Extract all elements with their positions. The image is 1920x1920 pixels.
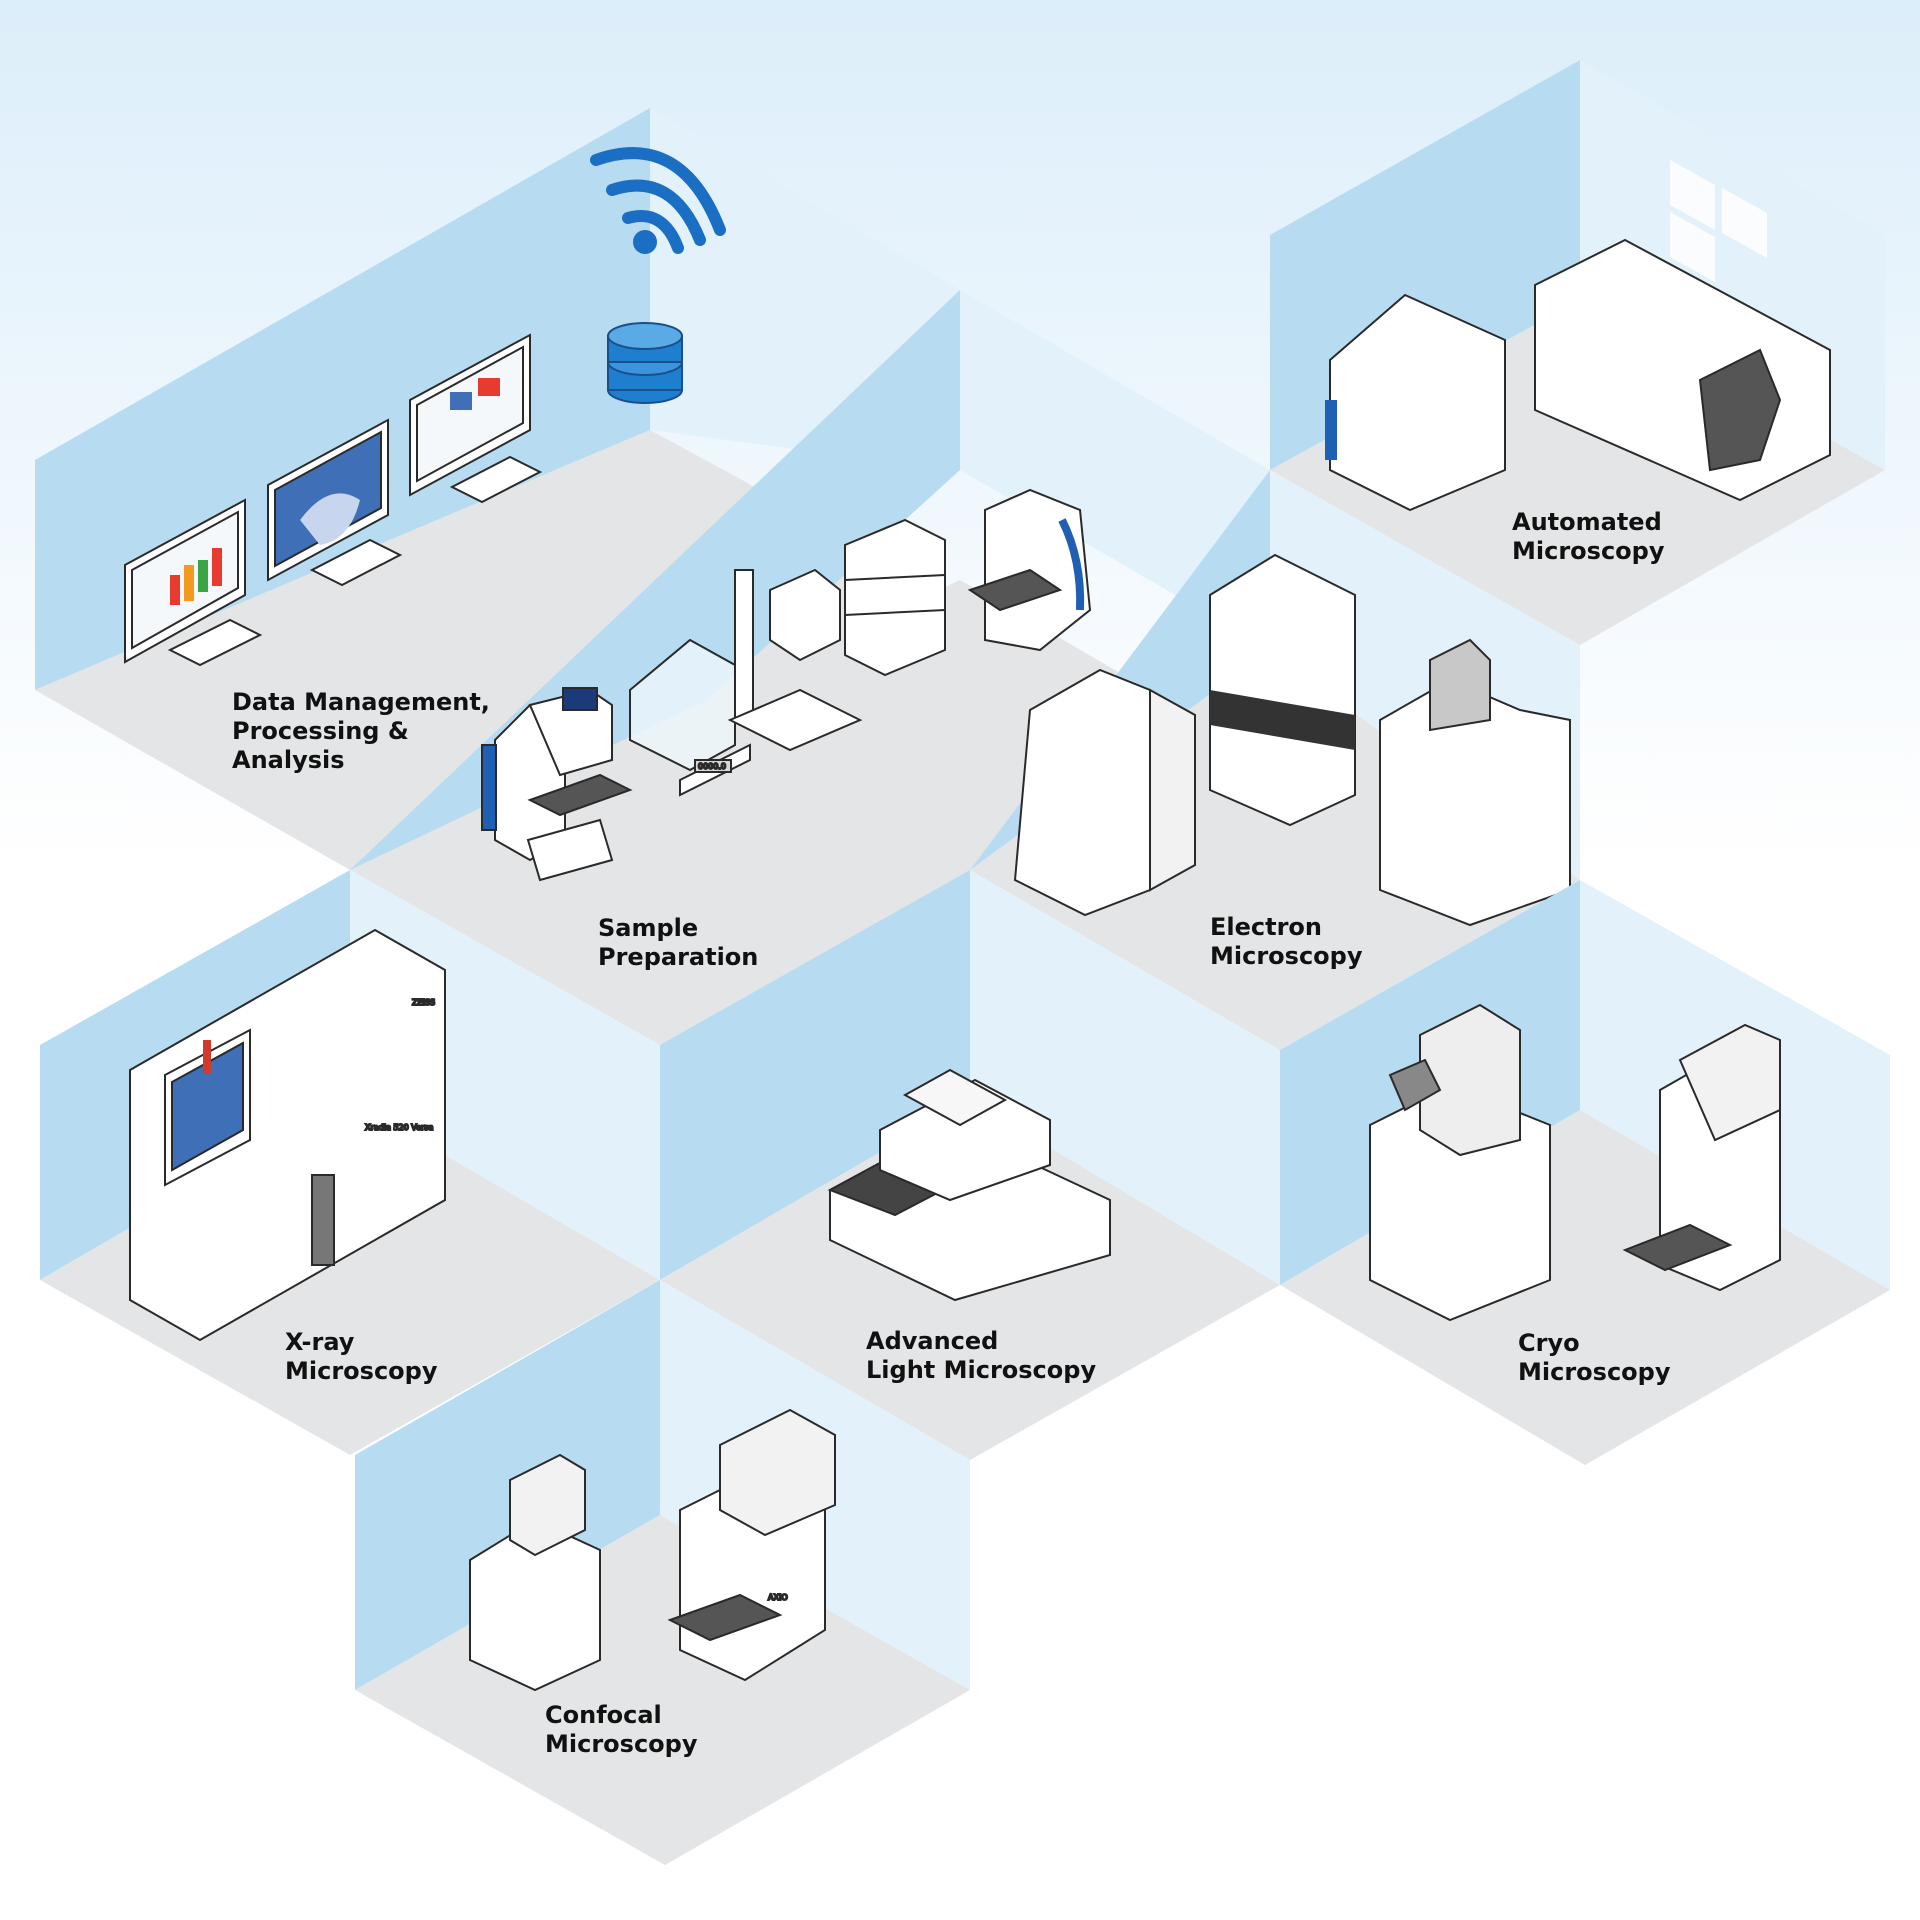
room-label-data: Data Management, Processing & Analysis bbox=[232, 688, 498, 774]
stereo-microscope-icon bbox=[727, 568, 863, 752]
balance-icon: 0000.0 bbox=[629, 638, 751, 797]
monitor-icon bbox=[124, 498, 263, 667]
xray-model-label: Xradia 520 Versa bbox=[365, 1123, 433, 1132]
room-sample-floor bbox=[350, 580, 1270, 1045]
room-xray: Xradia 520 Versa ZEISS X-ray Microscopy bbox=[40, 870, 660, 1455]
room-cryo: Cryo Microscopy bbox=[1280, 880, 1890, 1465]
room-label-cryo-line: Cryo bbox=[1518, 1329, 1580, 1357]
room-label-automated-line: Microscopy bbox=[1512, 537, 1665, 565]
room-label-electron-line: Electron bbox=[1210, 913, 1322, 941]
room-label-xray-line: X-ray bbox=[285, 1328, 355, 1356]
room-label-automated: Automated Microscopy bbox=[1512, 508, 1670, 565]
room-label-advanced: Advanced Light Microscopy bbox=[866, 1327, 1096, 1384]
axio-badge: AXIO bbox=[768, 1593, 788, 1602]
room-xray-floor bbox=[40, 1100, 660, 1455]
room-label-xray: X-ray Microscopy bbox=[285, 1328, 438, 1385]
balance-readout: 0000.0 bbox=[698, 762, 726, 771]
room-label-confocal: Confocal Microscopy bbox=[545, 1701, 698, 1758]
room-label-sample-line: Preparation bbox=[598, 943, 758, 971]
xray-cabinet-icon: Xradia 520 Versa ZEISS bbox=[129, 928, 446, 1342]
window-icon bbox=[1670, 160, 1767, 282]
monitor-icon bbox=[409, 333, 543, 504]
electron-microscope-icon bbox=[1013, 553, 1571, 927]
room-label-advanced-line: Light Microscopy bbox=[866, 1356, 1096, 1384]
confocal-microscope-icon: AXIO bbox=[469, 1408, 836, 1692]
lightsheet-instrument-icon bbox=[827, 1068, 1111, 1302]
room-sample-preparation: 0000.0 Sample Preparation bbox=[350, 290, 1270, 1045]
room-sample-left-wall bbox=[350, 290, 960, 870]
monitor-icon bbox=[267, 418, 403, 587]
room-electron-floor bbox=[970, 650, 1580, 1050]
room-label-data-line: Analysis bbox=[232, 746, 345, 774]
inverted-microscope-icon bbox=[1622, 1023, 1781, 1292]
room-confocal: AXIO Confocal Microscopy bbox=[355, 1280, 970, 1865]
room-label-confocal-line: Microscopy bbox=[545, 1730, 698, 1758]
rack-icon bbox=[844, 518, 946, 677]
microscope-icon bbox=[967, 488, 1092, 652]
room-label-cryo: Cryo Microscopy bbox=[1518, 1329, 1671, 1386]
fib-sem-icon bbox=[1369, 1003, 1551, 1322]
room-label-electron-line: Microscopy bbox=[1210, 942, 1363, 970]
brand-badge: ZEISS bbox=[412, 998, 435, 1007]
microscope-icon bbox=[481, 687, 633, 882]
database-icon bbox=[607, 322, 683, 404]
room-label-sample: Sample Preparation bbox=[598, 914, 758, 971]
room-label-advanced-line: Advanced bbox=[866, 1327, 998, 1355]
room-label-cryo-line: Microscopy bbox=[1518, 1358, 1671, 1386]
room-confocal-left-wall bbox=[355, 1280, 660, 1690]
wifi-icon bbox=[590, 147, 726, 254]
room-label-data-line: Processing & bbox=[232, 717, 409, 745]
room-electron: Electron Microscopy bbox=[970, 470, 1580, 1050]
room-sample-right-wall bbox=[960, 290, 1270, 650]
room-label-data-line: Data Management, bbox=[232, 688, 490, 716]
room-label-xray-line: Microscopy bbox=[285, 1357, 438, 1385]
instrument-cabinet-icon bbox=[1325, 238, 1831, 512]
room-label-electron: Electron Microscopy bbox=[1210, 913, 1363, 970]
room-label-confocal-line: Confocal bbox=[545, 1701, 662, 1729]
room-advanced-left-wall bbox=[660, 870, 970, 1280]
room-automated: Automated Microscopy bbox=[1270, 60, 1885, 645]
room-advanced-right-wall bbox=[970, 870, 1280, 1285]
room-label-sample-line: Sample bbox=[598, 914, 698, 942]
room-label-automated-line: Automated bbox=[1512, 508, 1662, 536]
